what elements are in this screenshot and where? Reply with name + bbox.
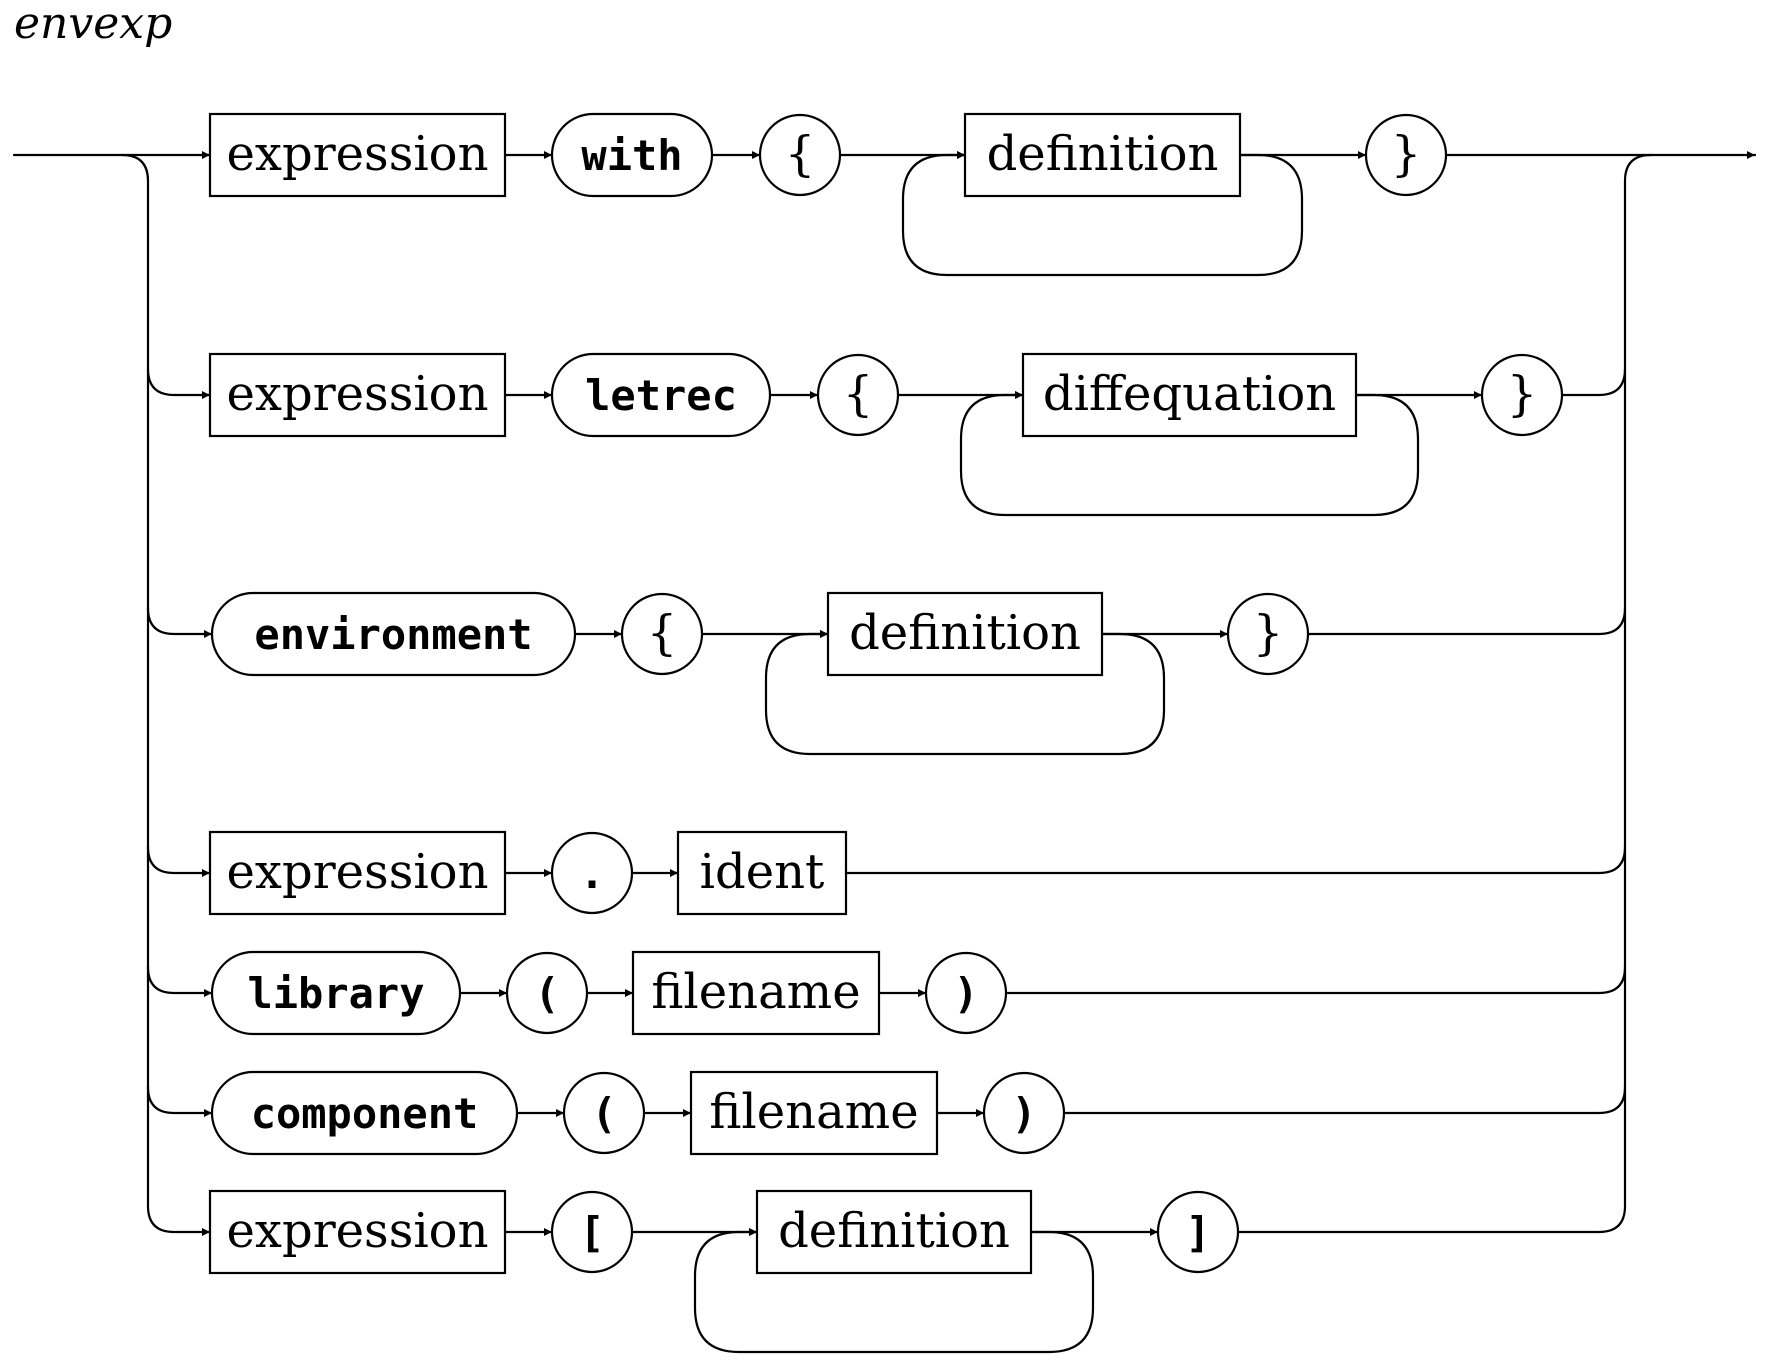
- nonterminal-label: definition: [849, 605, 1081, 661]
- keyword-label: library: [247, 969, 424, 1018]
- nonterminal-label: definition: [778, 1203, 1010, 1259]
- nonterminal-label: expression: [227, 126, 489, 182]
- nonterminal-label: definition: [987, 126, 1219, 182]
- branch-out: [1062, 1085, 1627, 1115]
- keyword-label: letrec: [585, 371, 737, 420]
- left-rail: [120, 153, 150, 1208]
- branch-in: [146, 1204, 212, 1236]
- nonterminal-label: expression: [227, 366, 489, 422]
- terminal-symbol-node: [1156, 1190, 1240, 1274]
- nonterminal-box: [689, 1070, 939, 1156]
- terminal-symbol-label: {: [785, 126, 816, 182]
- keyword-label: with: [581, 131, 682, 180]
- branch-in: [146, 367, 212, 399]
- terminal-symbol-label: {: [647, 605, 678, 661]
- nonterminal-label: diffequation: [1043, 366, 1336, 422]
- terminal-symbol-label: }: [1391, 126, 1422, 182]
- loop-back-path: [959, 391, 1420, 517]
- branch-in: [146, 606, 214, 638]
- branch-in: [146, 845, 212, 877]
- branch-out: [1236, 1204, 1627, 1234]
- diagram-title: envexp: [14, 0, 173, 49]
- terminal-symbol-label: ): [1011, 1089, 1036, 1138]
- terminal-symbol-label: (: [534, 969, 559, 1018]
- keyword-label: environment: [254, 610, 532, 659]
- nonterminal-box: [755, 1189, 1033, 1275]
- terminal-symbol-node: [1480, 353, 1564, 437]
- nonterminal-label: expression: [227, 1203, 489, 1259]
- terminal-symbol-node: [982, 1071, 1066, 1155]
- branch-out: [844, 845, 1627, 875]
- terminal-symbol-label: }: [1507, 366, 1538, 422]
- terminal-symbol-label: }: [1253, 605, 1284, 661]
- nonterminal-label: filename: [709, 1084, 918, 1140]
- terminal-symbol-label: [: [579, 1208, 604, 1257]
- branch-in: [146, 1085, 214, 1117]
- loop-back-path: [693, 1228, 1095, 1354]
- branch-in: [146, 965, 214, 997]
- loop-back-path: [901, 151, 1304, 277]
- terminal-symbol-node: [1364, 113, 1448, 197]
- terminal-symbol-label: ]: [1185, 1208, 1210, 1257]
- terminal-symbol-node: [924, 951, 1008, 1035]
- nonterminal-box: [208, 112, 507, 198]
- nonterminal-box: [826, 591, 1104, 677]
- keyword-label: component: [251, 1089, 479, 1138]
- branch-out: [1004, 965, 1627, 995]
- nonterminal-box: [963, 112, 1242, 198]
- terminal-symbol-node: [1226, 592, 1310, 676]
- terminal-symbol-label: .: [579, 849, 604, 898]
- nonterminal-label: filename: [651, 964, 860, 1020]
- terminal-symbol-label: ): [953, 969, 978, 1018]
- branch-out: [1306, 606, 1627, 636]
- nonterminal-box: [208, 830, 507, 916]
- nonterminal-label: ident: [700, 844, 825, 900]
- branch-out: [1560, 367, 1627, 397]
- nonterminal-box: [1021, 352, 1358, 438]
- nonterminal-box: [676, 830, 848, 916]
- right-rail: [1623, 153, 1653, 1208]
- loop-back-path: [764, 630, 1166, 756]
- terminal-symbol-label: (: [591, 1089, 616, 1138]
- nonterminal-label: expression: [227, 844, 489, 900]
- terminal-symbol-label: {: [843, 366, 874, 422]
- nonterminal-box: [208, 352, 507, 438]
